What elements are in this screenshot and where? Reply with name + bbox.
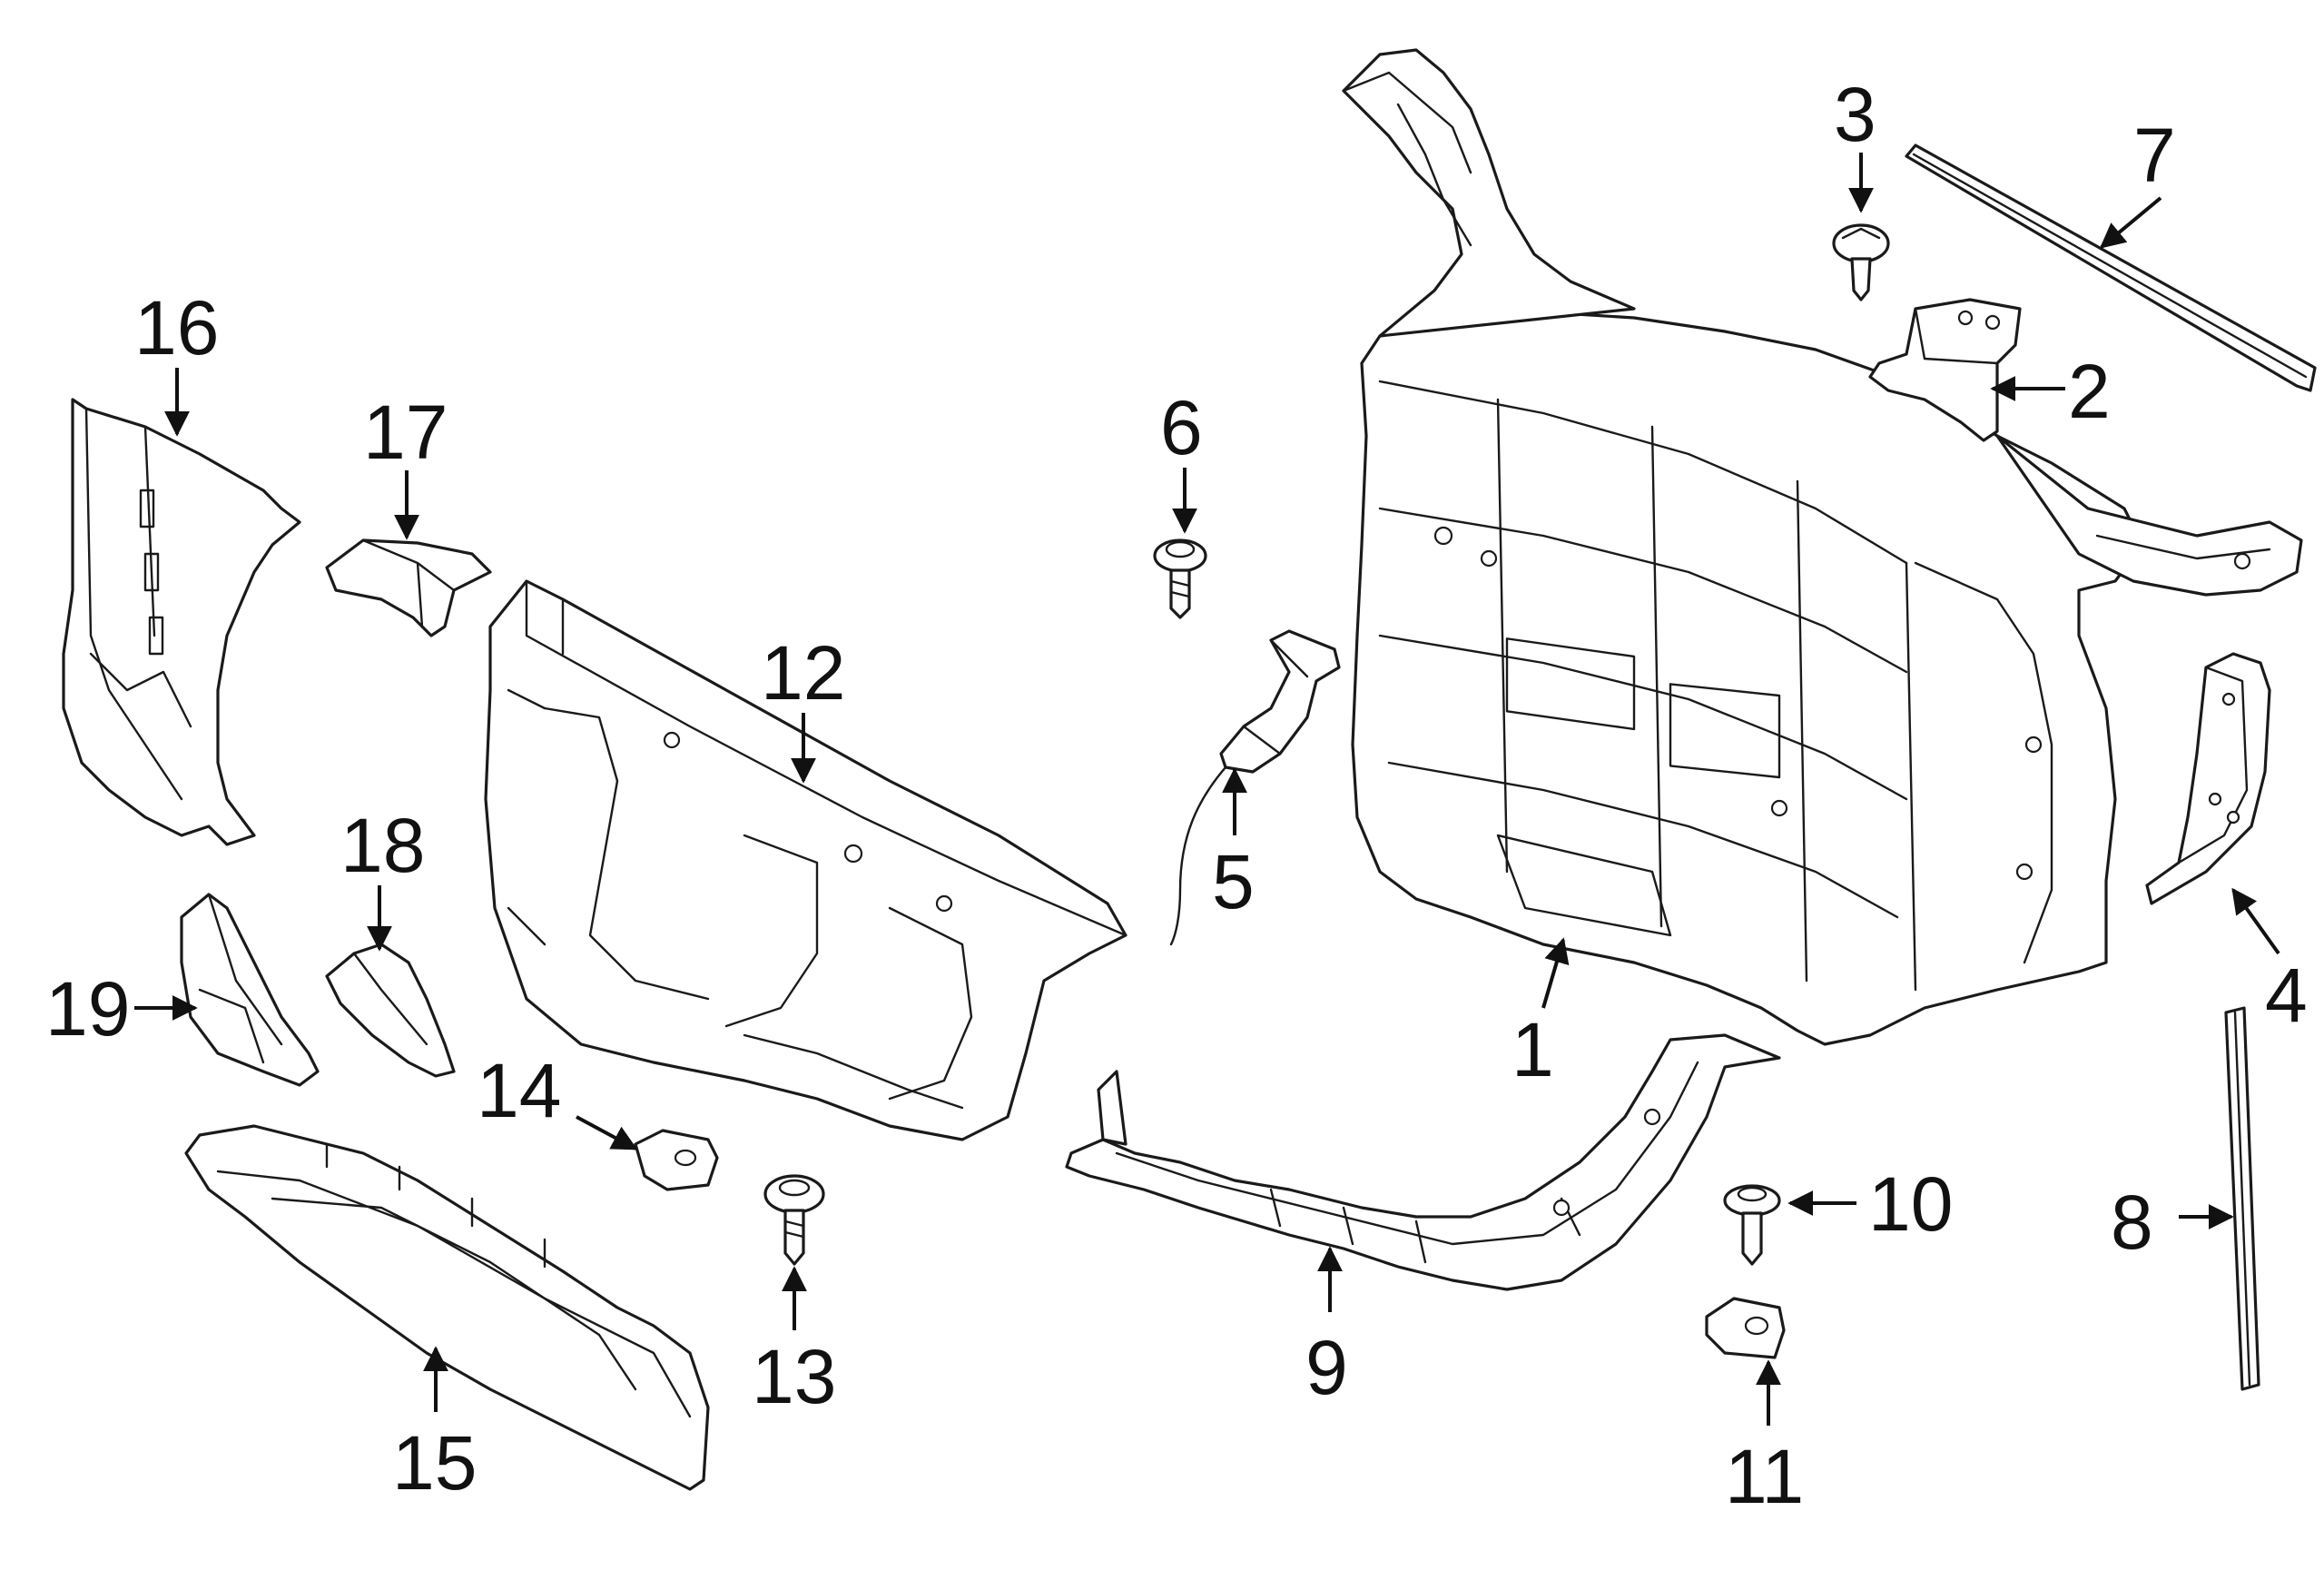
part-9-lower-crossmember bbox=[1065, 1033, 1781, 1291]
part-1-radiator-support bbox=[1342, 48, 2303, 1046]
callout-11: 11 bbox=[1725, 1434, 1804, 1519]
callout-6: 6 bbox=[1160, 385, 1203, 470]
callout-19: 19 bbox=[45, 966, 130, 1052]
callout-18: 18 bbox=[340, 803, 425, 888]
part-17-bracket bbox=[325, 538, 492, 637]
part-5-latch-bracket bbox=[1169, 629, 1341, 946]
leader-7 bbox=[2099, 196, 2162, 249]
part-6-bolt bbox=[1153, 538, 1207, 619]
part-13-screw bbox=[763, 1174, 825, 1266]
callout-15: 15 bbox=[392, 1420, 477, 1506]
leader-lines bbox=[134, 153, 2280, 1426]
part-12-upper-frame bbox=[484, 579, 1128, 1141]
part-14-clip-nut bbox=[634, 1129, 719, 1191]
part-10-bolt bbox=[1723, 1184, 1781, 1266]
part-7-seal-strip bbox=[1905, 143, 2317, 392]
callout-8: 8 bbox=[2111, 1180, 2153, 1265]
part-16-left-air-guide bbox=[62, 398, 301, 846]
callout-14: 14 bbox=[477, 1048, 561, 1133]
callout-3: 3 bbox=[1834, 72, 1876, 157]
leader-1 bbox=[1541, 937, 1570, 1009]
callout-12: 12 bbox=[761, 630, 845, 716]
part-4-side-bracket bbox=[2145, 652, 2271, 905]
callout-13: 13 bbox=[752, 1334, 836, 1419]
callout-16: 16 bbox=[134, 285, 219, 370]
leader-14 bbox=[576, 1115, 638, 1150]
callout-7: 7 bbox=[2133, 113, 2176, 198]
part-19-air-guide bbox=[180, 893, 320, 1087]
leader-4 bbox=[2231, 887, 2280, 955]
part-3-push-clip bbox=[1832, 223, 1890, 301]
callout-4: 4 bbox=[2265, 953, 2308, 1038]
callout-2: 2 bbox=[2068, 349, 2111, 434]
part-18-air-guide bbox=[325, 943, 456, 1078]
part-15-lower-duct bbox=[184, 1124, 710, 1491]
callout-17: 17 bbox=[363, 390, 448, 475]
callout-9: 9 bbox=[1305, 1325, 1348, 1410]
callout-5: 5 bbox=[1212, 839, 1255, 924]
callout-10: 10 bbox=[1868, 1161, 1953, 1247]
part-8-vertical-seal bbox=[2224, 1006, 2260, 1391]
callout-1: 1 bbox=[1512, 1007, 1554, 1092]
part-11-clip-nut bbox=[1705, 1297, 1786, 1359]
callout-labels: 1 2 3 4 5 6 7 8 9 10 11 12 13 14 15 16 1… bbox=[45, 72, 2308, 1519]
